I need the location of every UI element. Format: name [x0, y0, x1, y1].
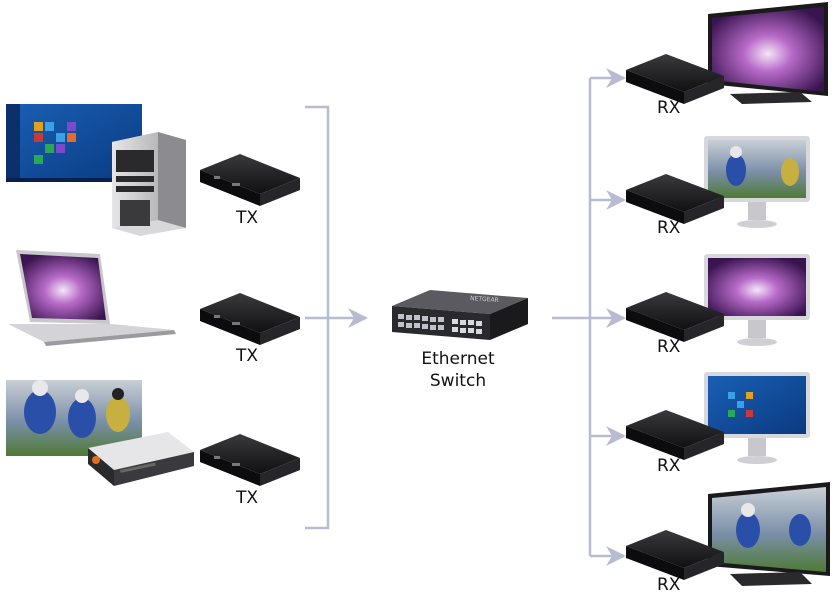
tx-bus-connector: [305, 105, 368, 530]
tx-label-1: TX: [236, 208, 259, 228]
tx-label-2: TX: [236, 346, 259, 366]
rx-device-1: [626, 54, 724, 104]
media-player-box: [88, 432, 194, 486]
rx-label-5: RX: [657, 575, 681, 595]
rx-device-2: [626, 174, 724, 224]
rx-device-5: [626, 530, 724, 580]
laptop: [8, 250, 176, 346]
rx-device-4: [626, 410, 724, 460]
tv-display-1: [708, 2, 828, 104]
pc-tower: [112, 132, 186, 236]
monitor-display-3: [704, 254, 810, 346]
tx-label-3: TX: [236, 488, 259, 508]
rx-label-3: RX: [657, 337, 681, 357]
monitor-display-4: [704, 372, 810, 464]
rx-label-1: RX: [657, 98, 681, 118]
switch-brand-text: NETGEAR: [470, 295, 499, 304]
tx-device-1: [200, 154, 300, 206]
tx-device-2: [200, 293, 300, 345]
switch-label: Ethernet Switch: [400, 348, 516, 392]
switch-label-line2: Switch: [429, 371, 487, 391]
tv-display-5: [708, 482, 830, 586]
ethernet-switch: NETGEAR: [392, 290, 528, 340]
tx-device-3: [200, 434, 300, 486]
switch-label-line1: Ethernet: [421, 349, 495, 369]
monitor-display-2: [704, 136, 810, 228]
rx-label-4: RX: [657, 456, 681, 476]
rx-label-2: RX: [657, 218, 681, 238]
rx-device-3: [626, 292, 724, 342]
rx-bus-connector: [552, 68, 626, 566]
